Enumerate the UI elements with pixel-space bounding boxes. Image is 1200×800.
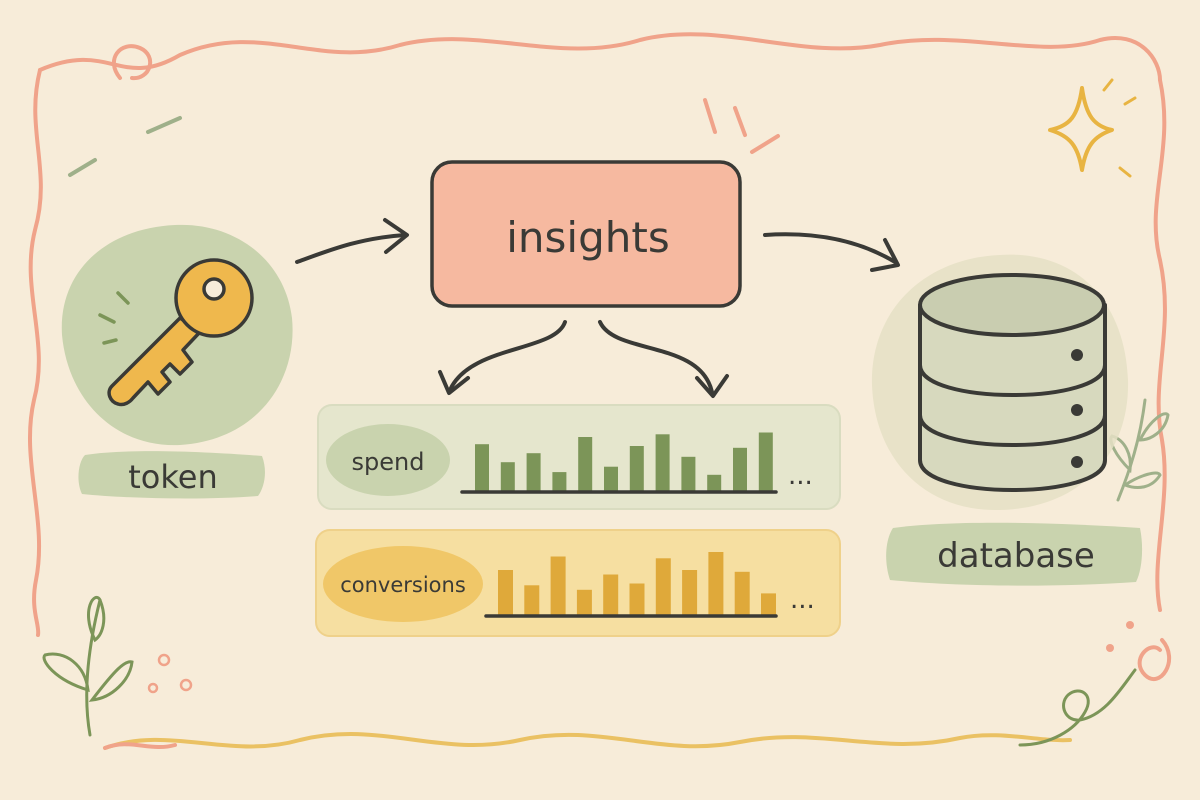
- spend-label: spend: [352, 448, 425, 476]
- arrowhead-insights-to-database: [870, 238, 900, 272]
- token-node: token: [61, 224, 293, 499]
- sparkle-lines-icon: [703, 98, 780, 154]
- spend-bar-7: [629, 446, 644, 491]
- arrow-insights-to-database: [763, 232, 897, 264]
- spend-label-blob: [326, 424, 450, 496]
- spend-bar-1: [475, 444, 489, 491]
- decor-dashes-topleft: [68, 116, 182, 177]
- insights-node: insights: [430, 160, 742, 308]
- key-icon: [107, 258, 254, 407]
- curl-bottomright-icon: [1018, 668, 1137, 747]
- database-node: database: [871, 254, 1143, 586]
- key-shine-lines: [98, 291, 130, 345]
- decor-dots-bottomleft: [147, 653, 193, 694]
- spend-bar-12: [758, 432, 773, 491]
- decor-dots-bottomright: [1106, 621, 1134, 652]
- conversions-bar-5: [603, 574, 619, 615]
- leaf-sprig-bottomleft-icon: [42, 596, 134, 737]
- insights-box: [430, 160, 742, 308]
- frame-right-loop: [1137, 638, 1172, 682]
- conversions-bar-8: [682, 570, 698, 615]
- spend-bar-4: [552, 472, 567, 491]
- spend-bar-5: [578, 437, 593, 491]
- spend-bar-11: [733, 447, 747, 491]
- arrowhead-insights-to-conversions: [695, 374, 729, 398]
- decorative-frame: [27, 32, 1172, 750]
- insights-label: insights: [506, 213, 669, 262]
- spend-bar-3: [526, 453, 541, 491]
- arrow-token-to-insights: [295, 233, 407, 264]
- conversions-bars: [498, 552, 776, 615]
- spend-more: ...: [788, 461, 813, 491]
- conversions-bar-4: [576, 589, 592, 615]
- database-label: database: [937, 536, 1095, 576]
- conversions-bar-6: [629, 583, 645, 615]
- spend-bars: [475, 432, 773, 491]
- conversions-more: ...: [790, 585, 815, 615]
- metric-row-conversions: conversions ...: [315, 529, 841, 637]
- spend-bar-2: [500, 462, 515, 491]
- conversions-bar-11: [761, 593, 776, 615]
- token-label: token: [128, 458, 217, 496]
- frame-bottom: [103, 732, 1072, 750]
- leaf-sprig-right-icon: [1109, 398, 1170, 502]
- conversions-bar-9: [708, 552, 724, 615]
- arrowhead-token-to-insights: [383, 218, 409, 254]
- conversions-bar-10: [734, 571, 750, 615]
- spend-bar-8: [655, 434, 670, 491]
- conversions-bar-2: [524, 585, 540, 615]
- spend-bar-6: [604, 466, 618, 491]
- frame-right: [1153, 78, 1167, 612]
- frame-top-loop: [112, 44, 153, 81]
- conversions-label: conversions: [340, 573, 466, 597]
- arrowhead-insights-to-spend: [438, 370, 470, 395]
- metric-row-spend: spend ...: [317, 404, 841, 510]
- database-icon: [918, 273, 1107, 492]
- frame-left: [27, 68, 43, 637]
- conversions-bar-3: [550, 556, 566, 615]
- frame-bottom-pink: [103, 742, 177, 750]
- frame-top: [38, 32, 1162, 82]
- spend-bar-10: [707, 474, 722, 491]
- arrow-insights-to-spend: [448, 320, 567, 392]
- star-icon: [1048, 78, 1137, 178]
- conversions-bar-1: [498, 570, 513, 615]
- token-label-swash: [78, 451, 265, 499]
- arrow-insights-to-conversions: [598, 320, 714, 394]
- database-label-swash: [886, 522, 1143, 586]
- conversions-label-blob: [323, 546, 483, 622]
- spend-bar-9: [681, 456, 696, 491]
- conversions-bar-7: [655, 558, 671, 615]
- arrows: [295, 218, 900, 398]
